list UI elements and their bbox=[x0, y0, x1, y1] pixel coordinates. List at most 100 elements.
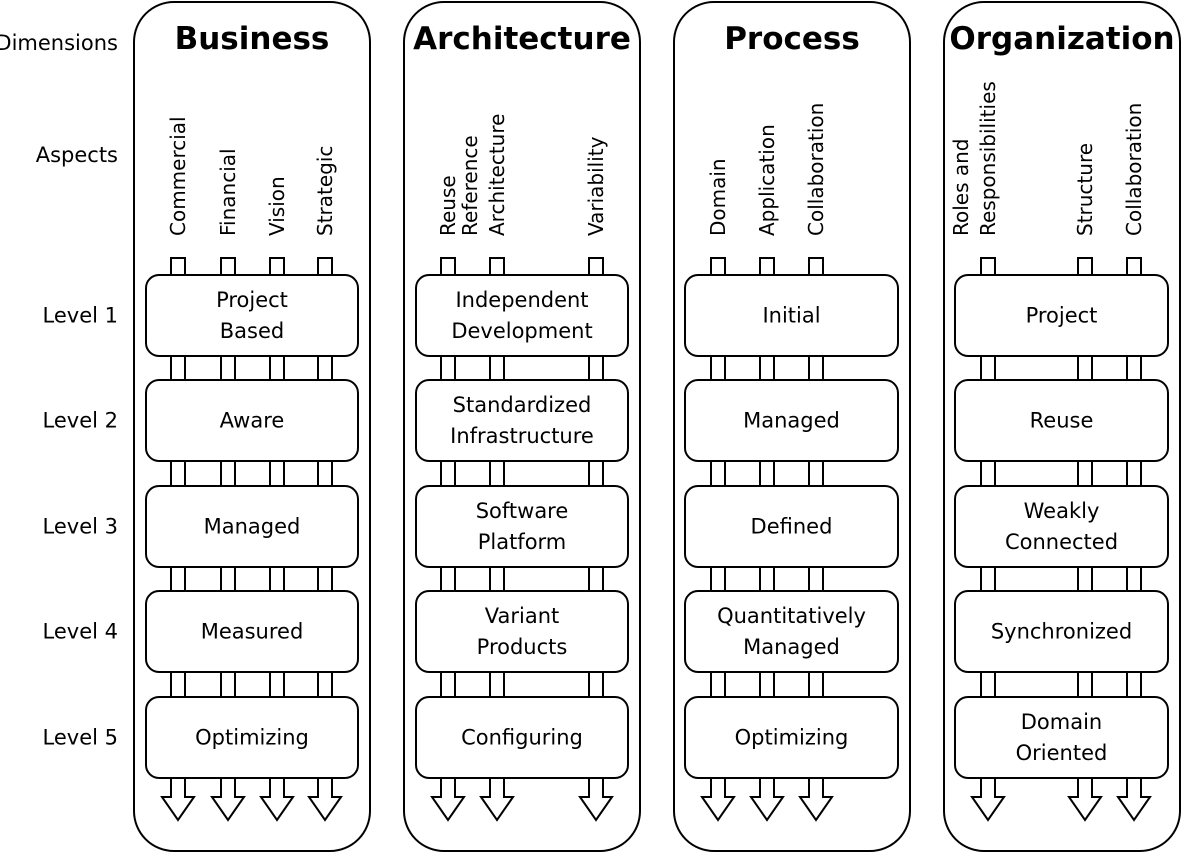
level-box-frame bbox=[145, 590, 359, 673]
level-box-text: Managed bbox=[204, 515, 301, 539]
level-box-text: Platform bbox=[478, 530, 567, 554]
level-box-defined: Defined bbox=[684, 485, 899, 568]
level-box-text: Development bbox=[451, 319, 592, 343]
level-box-frame bbox=[684, 485, 899, 568]
level-box-initial: Initial bbox=[684, 274, 899, 357]
level-box-measured: Measured bbox=[145, 590, 359, 673]
aspect-pipes bbox=[970, 257, 1152, 822]
down-arrow-icon bbox=[1067, 778, 1103, 822]
aspect-label-domain: Domain bbox=[706, 158, 730, 236]
level-box-frame bbox=[415, 696, 629, 779]
level-box-frame bbox=[415, 485, 629, 568]
level-box-text: Defined bbox=[751, 515, 833, 539]
down-arrow-icon bbox=[479, 778, 515, 822]
down-arrow-icon bbox=[259, 778, 295, 822]
aspect-label-strategic: Strategic bbox=[313, 146, 337, 236]
down-arrow-icon bbox=[798, 778, 834, 822]
aspect-label-reuse: Reuse bbox=[436, 175, 460, 236]
down-arrow-icon bbox=[700, 778, 736, 822]
aspect-pipes bbox=[160, 257, 343, 822]
aspect-pipes bbox=[700, 257, 834, 822]
level-box-frame bbox=[954, 274, 1169, 357]
level-box-frame bbox=[684, 274, 899, 357]
level-box-managed: Managed bbox=[684, 379, 899, 462]
level-box-text: Reuse bbox=[1030, 409, 1094, 433]
aspect-label-roles-and-responsibilities: Roles and bbox=[949, 139, 973, 237]
level-box-aware: Aware bbox=[145, 379, 359, 462]
aspect-label-vision: Vision bbox=[265, 176, 289, 236]
down-arrow-icon bbox=[578, 778, 614, 822]
level-row-label-4: Level 4 bbox=[43, 620, 118, 644]
dimension-title: Architecture bbox=[413, 21, 631, 57]
level-box-text: Project bbox=[216, 288, 288, 312]
aspect-label-collaboration: Collaboration bbox=[1122, 103, 1146, 236]
level-box-text: Synchronized bbox=[991, 620, 1132, 644]
dimension-title: Business bbox=[175, 21, 330, 57]
down-arrow-icon bbox=[970, 778, 1006, 822]
level-box-text: Standardized bbox=[453, 393, 592, 417]
down-arrow-icon bbox=[430, 778, 466, 822]
level-box-synchronized: Synchronized bbox=[954, 590, 1169, 673]
level-box-frame bbox=[684, 696, 899, 779]
aspect-label-reference-architecture: Architecture bbox=[485, 114, 509, 236]
dimension-title: Organization bbox=[949, 21, 1174, 57]
level-box-text: Project bbox=[1026, 304, 1098, 328]
level-box-text: Products bbox=[477, 635, 568, 659]
level-box-text: Quantitatively bbox=[717, 604, 866, 628]
level-box-frame bbox=[954, 379, 1169, 462]
level-box-frame bbox=[415, 274, 629, 357]
level-box-frame bbox=[145, 379, 359, 462]
level-box-text: Optimizing bbox=[735, 726, 849, 750]
down-arrow-icon bbox=[210, 778, 246, 822]
aspect-label-collaboration: Collaboration bbox=[804, 103, 828, 236]
level-box-text: Managed bbox=[743, 409, 840, 433]
level-row-label-1: Level 1 bbox=[43, 304, 118, 328]
level-box-text: Independent bbox=[455, 288, 588, 312]
level-box-text: Aware bbox=[220, 409, 285, 433]
level-box-text: Configuring bbox=[461, 726, 583, 750]
level-box-text: Variant bbox=[485, 604, 559, 628]
level-box-configuring: Configuring bbox=[415, 696, 629, 779]
level-box-text: Infrastructure bbox=[450, 424, 594, 448]
level-box-text: Domain bbox=[1021, 710, 1103, 734]
dimensions-row-label: Dimensions bbox=[0, 31, 118, 55]
level-box-reuse: Reuse bbox=[954, 379, 1169, 462]
level-box-frame bbox=[954, 485, 1169, 568]
down-arrow-icon bbox=[160, 778, 196, 822]
aspect-label-reference-architecture: Reference bbox=[458, 135, 482, 236]
level-box-frame bbox=[145, 485, 359, 568]
aspect-label-structure: Structure bbox=[1073, 143, 1097, 236]
level-box-text: Software bbox=[476, 499, 569, 523]
down-arrow-icon bbox=[749, 778, 785, 822]
level-box-frame bbox=[145, 274, 359, 357]
level-row-label-2: Level 2 bbox=[43, 409, 118, 433]
aspect-label-financial: Financial bbox=[216, 148, 240, 236]
level-box-frame bbox=[415, 590, 629, 673]
level-box-text: Managed bbox=[743, 635, 840, 659]
aspect-label-roles-and-responsibilities: Responsibilities bbox=[976, 81, 1000, 236]
level-box-optimizing: Optimizing bbox=[684, 696, 899, 779]
aspect-label-commercial: Commercial bbox=[166, 116, 190, 236]
level-box-frame bbox=[684, 379, 899, 462]
aspects-row-label: Aspects bbox=[36, 143, 118, 167]
level-box-optimizing: Optimizing bbox=[145, 696, 359, 779]
level-box-frame bbox=[684, 590, 899, 673]
level-box-text: Measured bbox=[201, 620, 304, 644]
level-box-frame bbox=[954, 696, 1169, 779]
down-arrow-icon bbox=[1116, 778, 1152, 822]
level-box-text: Weakly bbox=[1024, 499, 1100, 523]
dimension-title: Process bbox=[724, 21, 860, 57]
aspect-label-application: Application bbox=[755, 124, 779, 236]
aspect-pipes bbox=[430, 257, 614, 822]
